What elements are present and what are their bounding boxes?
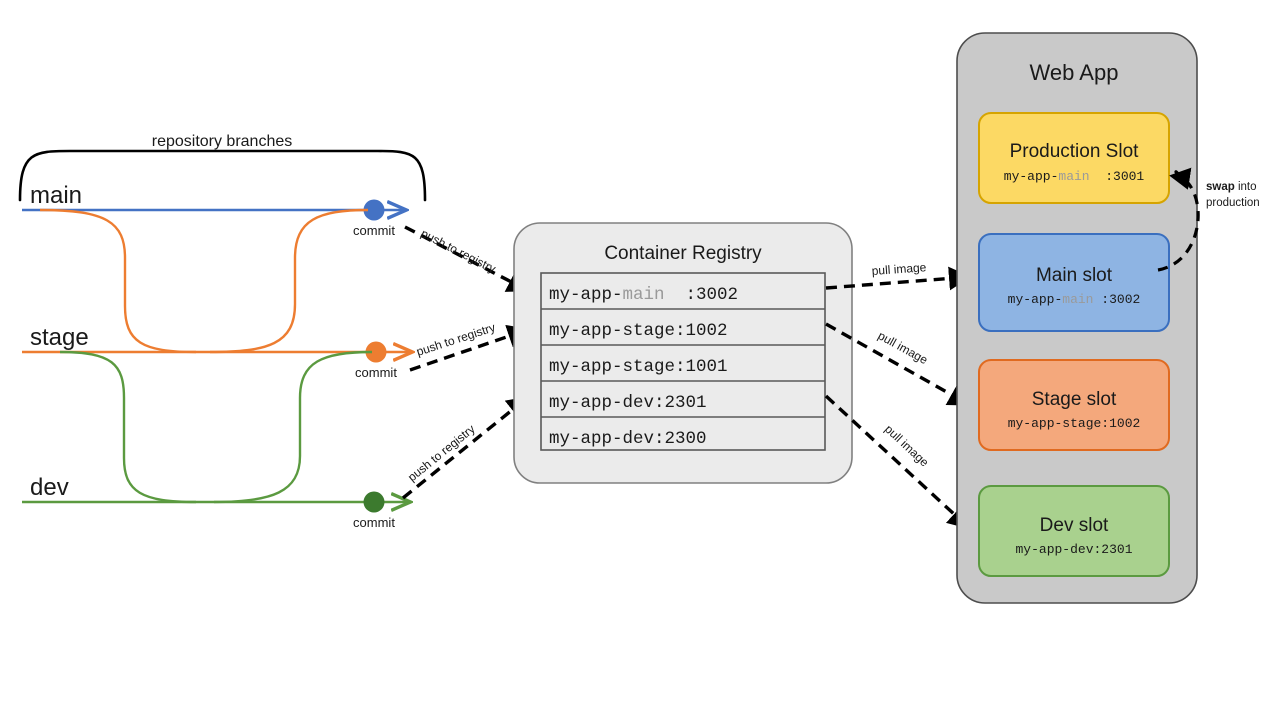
branch-label-dev: dev [30, 474, 69, 501]
slot-main[interactable]: Main slot my-app-main :3002 [978, 233, 1170, 332]
pull-arrow-main-label: pull image [871, 260, 927, 278]
push-arrow-stage [409, 324, 530, 372]
registry-row-suffix: :3002 [665, 285, 739, 305]
repository-branches-label: repository branches [152, 133, 293, 150]
commit-dot-main [363, 199, 385, 221]
commit-dot-stage [365, 341, 387, 363]
registry-row-text: my-app-dev:2300 [549, 429, 707, 449]
pull-arrow-dev-label: pull image [882, 422, 932, 470]
push-arrow-stage-label: push to registry [415, 320, 497, 359]
slot-dev-title: Dev slot [1040, 515, 1109, 536]
registry-row[interactable]: my-app-stage:1002 [549, 321, 728, 341]
registry-row-text: my-app-stage:1001 [549, 357, 728, 377]
registry-row-text: my-app-dev:2301 [549, 393, 707, 413]
branch-label-stage: stage [30, 324, 89, 351]
slot-production-image-prefix: my-app- [1004, 169, 1059, 184]
slot-dev-image: my-app-dev:2301 [1015, 542, 1132, 557]
pull-arrow-dev [824, 394, 971, 530]
pull-arrow-stage [825, 322, 971, 406]
slot-production-image-branch: main [1058, 169, 1089, 184]
commit-label-dev: commit [353, 515, 395, 530]
branch-stage [22, 208, 410, 363]
registry-row[interactable]: my-app-stage:1001 [549, 357, 728, 377]
registry-row-prefix: my-app- [549, 285, 623, 305]
slot-main-image-prefix: my-app- [1008, 292, 1063, 307]
slot-stage-image: my-app-stage:1002 [1008, 416, 1141, 431]
registry-row-text: my-app-stage:1002 [549, 321, 728, 341]
swap-label-bold: swap [1206, 181, 1235, 193]
slot-main-image-branch: main [1062, 292, 1093, 307]
svg-text:my-app-main :3001: my-app-main :3001 [1004, 169, 1145, 184]
branch-main [22, 199, 404, 221]
slot-production-title: Production Slot [1010, 141, 1140, 162]
registry-rows [540, 272, 826, 451]
push-arrow-main-label: push to registry [419, 226, 498, 276]
swap-label-rest: into [1235, 181, 1257, 193]
push-arrow-dev [401, 396, 530, 500]
slot-dev[interactable]: Dev slot my-app-dev:2301 [978, 485, 1170, 577]
swap-label-line2: production [1206, 197, 1260, 209]
branch-label-main: main [30, 182, 82, 209]
commit-label-stage: commit [355, 365, 397, 380]
registry-row[interactable]: my-app-dev:2301 [549, 393, 707, 413]
pull-arrow-main [825, 266, 972, 291]
registry-row[interactable]: my-app-main :3002 [549, 285, 738, 305]
pull-arrow-stage-label: pull image [876, 328, 931, 367]
slot-stage[interactable]: Stage slot my-app-stage:1002 [978, 359, 1170, 451]
slot-stage-title: Stage slot [1032, 389, 1117, 410]
container-registry-title: Container Registry [604, 243, 762, 264]
push-arrow-main [404, 225, 530, 292]
registry-row[interactable]: my-app-dev:2300 [549, 429, 707, 449]
commit-dot-dev [363, 491, 385, 513]
push-arrow-dev-label: push to registry [405, 422, 478, 485]
repository-branches-bracket [18, 149, 427, 202]
commit-label-main: commit [353, 223, 395, 238]
slot-main-image-suffix: :3002 [1094, 292, 1141, 307]
slot-main-title: Main slot [1036, 265, 1113, 286]
registry-row-branch: main [623, 285, 665, 305]
slot-production[interactable]: Production Slot my-app-main :3001 [978, 112, 1170, 204]
svg-text:my-app-main :3002: my-app-main :3002 [549, 285, 738, 305]
branch-dev [22, 350, 408, 513]
web-app-title: Web App [1030, 60, 1119, 85]
swap-label-line1: swap into [1206, 181, 1257, 193]
slot-production-image-suffix: :3001 [1090, 169, 1145, 184]
swap-arrow [1157, 167, 1200, 272]
svg-text:my-app-main :3002: my-app-main :3002 [1008, 292, 1141, 307]
